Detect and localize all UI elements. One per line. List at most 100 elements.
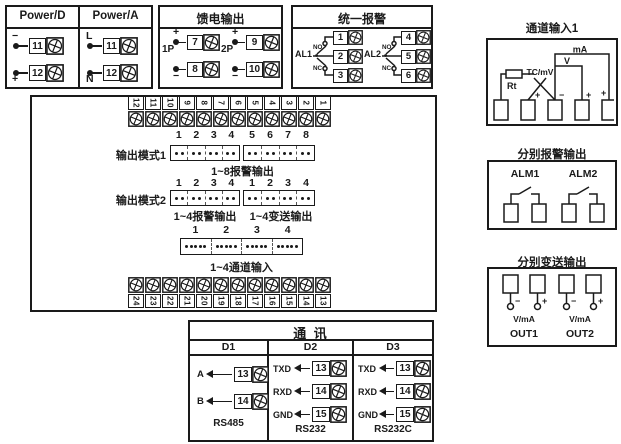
- terminal-row: TXD 13: [273, 360, 347, 377]
- mode2-label: 输出模式2: [115, 195, 166, 207]
- screw-terminal-icon: [162, 277, 178, 293]
- svg-text:V/mA: V/mA: [569, 314, 591, 324]
- alm2-contact-icon: [561, 186, 605, 223]
- terminal: 23: [145, 277, 161, 308]
- screw-terminal-icon: [330, 406, 347, 423]
- terminal: 1: [315, 96, 331, 127]
- screw-terminal-icon: [46, 64, 64, 82]
- terminal-row: 10: [232, 61, 280, 78]
- terminal: 9: [179, 96, 195, 127]
- svg-text:+: +: [586, 90, 591, 100]
- screw-terminal-icon: [264, 277, 280, 293]
- terminal: 4: [264, 96, 280, 127]
- feed-output-box: 馈电输出 1P + 7 − 8 2P + 9 − 10: [158, 5, 283, 89]
- screw-terminal-icon: [128, 277, 144, 293]
- screw-terminal-icon: [416, 68, 431, 83]
- separate-alarm-title: 分别报警输出: [517, 149, 587, 161]
- arrow-wire: [294, 364, 310, 372]
- separate-alarm-box: ALM1 ALM2: [487, 160, 617, 230]
- channel-input-title: 通道输入1: [525, 23, 579, 35]
- terminal: 22: [162, 277, 178, 308]
- terminal-row: B 14: [197, 393, 269, 410]
- terminal-number: 1: [333, 30, 348, 45]
- terminal: 13: [315, 277, 331, 308]
- terminal-number: 4: [401, 30, 416, 45]
- divider: [190, 354, 432, 356]
- wire: [13, 43, 28, 49]
- terminal-number: 15: [312, 407, 330, 422]
- mode1-caption: 1~8报警输出: [211, 166, 274, 178]
- screw-terminal-icon: [315, 277, 331, 293]
- polarity-label: N: [86, 73, 94, 85]
- screw-terminal-icon: [414, 360, 431, 377]
- svg-text:NC: NC: [382, 65, 392, 72]
- terminal-row: RXD 14: [358, 383, 431, 400]
- terminal-number: 3: [333, 68, 348, 83]
- arrow-wire: [206, 370, 232, 378]
- arrow-wire: [379, 364, 394, 372]
- protocol-label: RS232C: [374, 424, 412, 435]
- svg-text:+: +: [598, 296, 603, 306]
- terminal-row: 11: [87, 37, 138, 55]
- unified-alarm-title: 统一报警: [337, 12, 386, 26]
- svg-text:V/mA: V/mA: [513, 314, 535, 324]
- terminal: 6: [230, 96, 246, 127]
- svg-text:OUT1: OUT1: [510, 328, 538, 340]
- relay-contact-icon: NO NC: [382, 36, 402, 76]
- terminal-row: 9: [232, 34, 280, 51]
- terminal-row: A 13: [197, 366, 269, 383]
- comms-box: 通 讯 D1 D2 D3 A 13 B 14 RS485 TXD 13: [188, 320, 434, 442]
- screw-terminal-icon: [264, 111, 280, 127]
- screw-terminal-icon: [252, 366, 269, 383]
- wire: [232, 39, 245, 46]
- col-d3-header: D3: [386, 341, 400, 353]
- signal-label: GND: [358, 409, 378, 420]
- alm1-contact-icon: [503, 186, 547, 223]
- terminal-number: 12: [29, 65, 46, 81]
- signal-label: RXD: [273, 386, 293, 397]
- screw-terminal-icon: [179, 111, 195, 127]
- protocol-label: RS485: [213, 418, 244, 429]
- terminal-row: GND 15: [273, 406, 347, 423]
- relay-label: AL1: [295, 49, 313, 59]
- terminal-row: 8: [173, 61, 220, 78]
- screw-terminal-icon: [330, 383, 347, 400]
- screw-terminal-icon: [120, 64, 138, 82]
- terminal-row: 6: [401, 68, 431, 83]
- svg-text:+: +: [601, 88, 606, 98]
- channel-connector: [180, 238, 303, 255]
- terminal: 21: [179, 277, 195, 308]
- screw-terminal-icon: [298, 111, 314, 127]
- terminal: 19: [213, 277, 229, 308]
- col-d1-header: D1: [221, 341, 236, 353]
- protocol-label: RS232: [295, 424, 326, 435]
- terminal: 11: [145, 96, 161, 127]
- mode2-caption-left: 1~4报警输出: [173, 211, 237, 223]
- screw-terminal-icon: [213, 111, 229, 127]
- out2-schematic: − + V/mA OUT2: [558, 274, 603, 340]
- screw-terminal-icon: [179, 277, 195, 293]
- screw-terminal-icon: [263, 61, 280, 78]
- terminal-number: 9: [246, 35, 263, 50]
- polarity-label: +: [173, 26, 180, 38]
- channel-input-box: Rt TC/mV mA V + − + +: [486, 38, 618, 126]
- relay-contact-icon: NO NC: [313, 36, 333, 76]
- terminal: 2: [298, 96, 314, 127]
- screw-terminal-icon: [348, 68, 363, 83]
- mode1-label: 输出模式1: [115, 150, 166, 162]
- screw-terminal-icon: [46, 37, 64, 55]
- terminal-number: 13: [312, 361, 330, 376]
- signal-label: TXD: [273, 363, 291, 374]
- terminal: 3: [281, 96, 297, 127]
- screw-terminal-icon: [196, 111, 212, 127]
- signal-label: GND: [273, 409, 293, 420]
- mode1-connector-left: [170, 145, 240, 161]
- arrow-wire: [379, 410, 394, 418]
- divider: [160, 27, 281, 29]
- divider: [78, 7, 80, 87]
- terminal: 15: [281, 277, 297, 308]
